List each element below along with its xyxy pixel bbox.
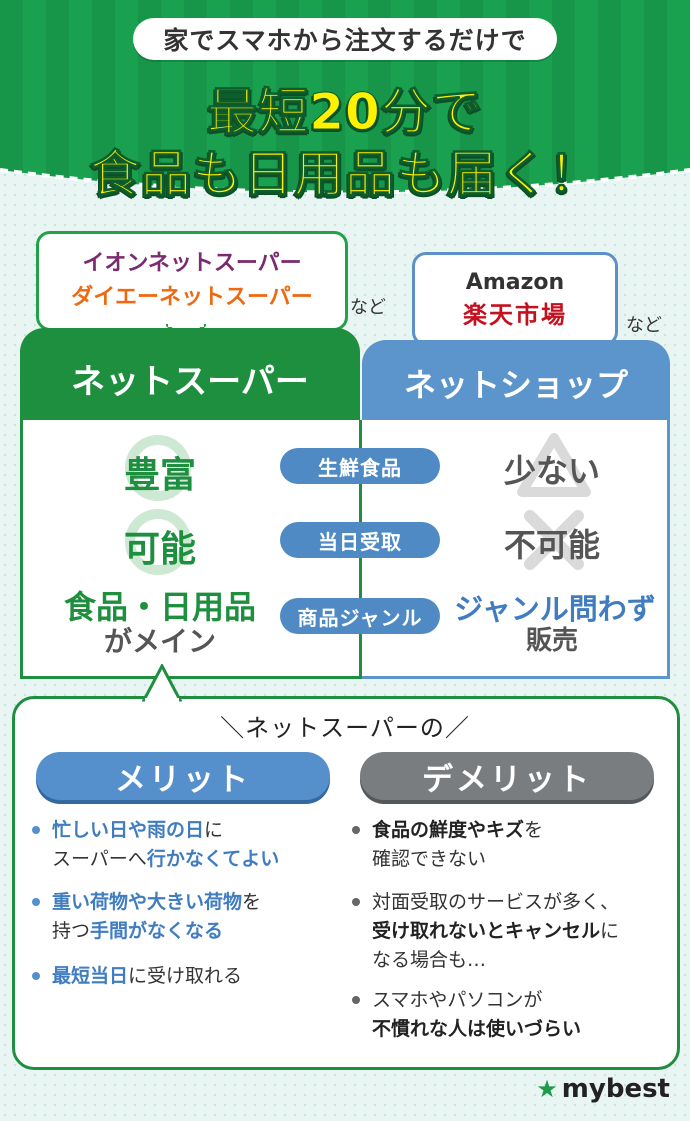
example-daiei: ダイエーネットスーパー (71, 285, 313, 310)
bullet-icon (32, 972, 40, 980)
net-shop-fresh-value: 少ない (503, 452, 600, 490)
demerit-item: 食品の鮮度やキズを 確認できない (352, 816, 543, 874)
net-super-title: ネットスーパー (71, 362, 309, 402)
row-label-same-day: 当日受取 (280, 522, 440, 558)
demerit-header: デメリット (360, 752, 654, 800)
net-shop-sameday-value: 不可能 (503, 526, 600, 564)
merit-item: 重い荷物や大きい荷物を 持つ手間がなくなる (32, 888, 261, 946)
demerit-item: 対面受取のサービスが多く、 受け取れないとキャンセルに なる場合も… (352, 888, 619, 975)
bullet-icon (352, 996, 360, 1004)
subtitle-pill: 家でスマホから注文するだけで (133, 18, 557, 60)
circle-mark-icon (125, 435, 191, 501)
star-icon: ★ (536, 1075, 558, 1103)
example-rakuten: 楽天市場 (463, 301, 567, 329)
nado-left: など (350, 297, 386, 318)
merits-section-title: ＼ネットスーパーの／ (220, 714, 470, 742)
net-super-header: ネットスーパー (20, 328, 360, 420)
headline-line-1: 最短20分で (207, 83, 483, 142)
nado-right: など (626, 315, 662, 336)
triangle-mark-icon (517, 433, 591, 497)
net-shop-genre-line2: 販売 (525, 626, 578, 656)
net-super-genre-line2: がメイン (103, 625, 216, 658)
circle-mark-icon (125, 509, 191, 575)
net-super-examples-callout: イオンネットスーパー ダイエーネットスーパー (36, 231, 348, 331)
net-super-sameday-value: 可能 (123, 529, 196, 570)
row-label-genre: 商品ジャンル (280, 598, 440, 634)
logo-text: mybest (561, 1074, 670, 1104)
headline-line-2: 食品も日用品も届く！ (90, 145, 600, 204)
merit-header: メリット (36, 752, 330, 800)
bullet-icon (352, 826, 360, 834)
example-aeon: イオンネットスーパー (82, 251, 302, 276)
merits-box-tail (142, 664, 182, 702)
merit-item: 最短当日に受け取れる (32, 962, 242, 991)
net-super-fresh-value: 豊富 (123, 455, 196, 496)
net-shop-genre-line1: ジャンル問わず (454, 592, 656, 626)
row-label-fresh-food: 生鮮食品 (280, 448, 440, 484)
net-shop-examples-callout: Amazon 楽天市場 (412, 252, 618, 346)
bullet-icon (32, 826, 40, 834)
merit-item: 忙しい日や雨の日に スーパーへ行かなくてよい (32, 816, 279, 874)
mybest-logo: ★ mybest (536, 1074, 670, 1104)
net-shop-title: ネットショップ (403, 366, 628, 404)
example-amazon: Amazon (465, 270, 565, 295)
net-shop-header: ネットショップ (362, 340, 670, 420)
subtitle-text: 家でスマホから注文するだけで (163, 26, 527, 55)
bullet-icon (32, 898, 40, 906)
cross-mark-icon (524, 510, 584, 570)
net-super-genre-line1: 食品・日用品 (63, 588, 256, 626)
demerit-item: スマホやパソコンが 不慣れな人は使いづらい (352, 986, 581, 1044)
bullet-icon (352, 898, 360, 906)
